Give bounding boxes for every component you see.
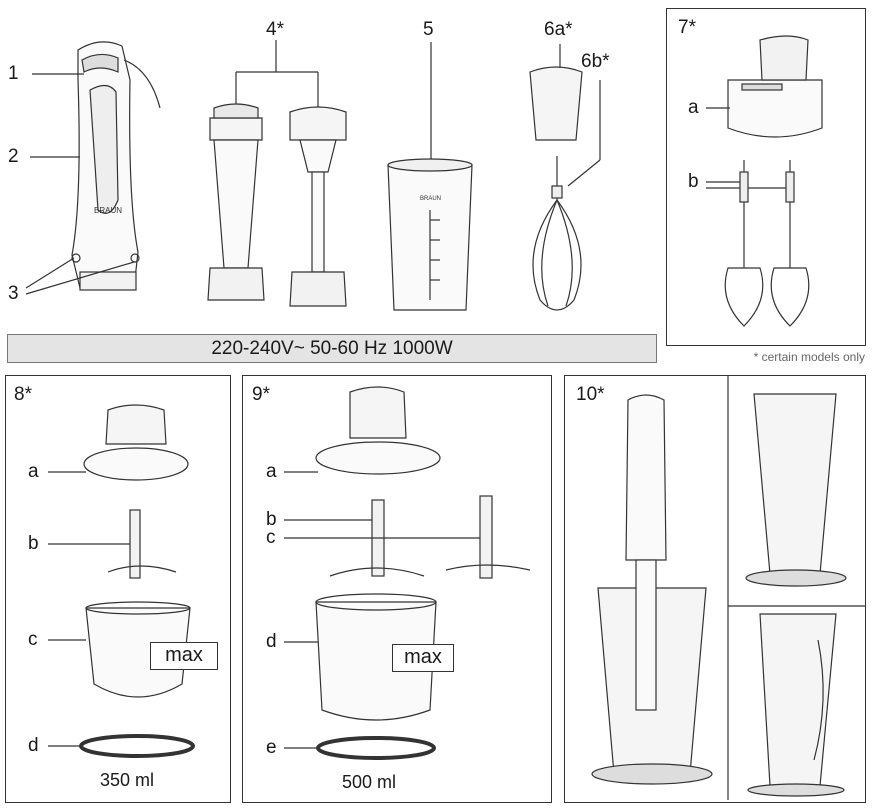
- mixer-gearbox: [727, 35, 823, 138]
- blender-stand-assembled: [591, 394, 713, 785]
- whisk-gearbox: [529, 66, 583, 141]
- beater-right: [770, 160, 810, 327]
- label-10: 10*: [576, 384, 605, 405]
- spec-bar: 220-240V~ 50-60 Hz 1000W: [7, 334, 657, 363]
- stand-detail-cord: [747, 613, 845, 797]
- label-2: 2: [8, 146, 19, 167]
- label-7b: b: [688, 171, 699, 192]
- blender-shaft-left: [207, 103, 265, 301]
- label-9d: d: [266, 631, 277, 652]
- large-chopper-lid: [315, 386, 441, 475]
- hand-blender-motor-part: BRAUN: [71, 41, 161, 291]
- measuring-beaker: BRAUN: [387, 158, 473, 311]
- label-3: 3: [8, 283, 19, 304]
- footnote: * certain models only: [753, 350, 865, 364]
- panel-9: [242, 375, 552, 803]
- label-8a: a: [28, 461, 39, 482]
- label-9b: b: [266, 509, 277, 530]
- label-1: 1: [8, 63, 19, 84]
- label-7a: a: [688, 97, 699, 118]
- label-6a: 6a*: [544, 19, 573, 40]
- motor-brand-text: BRAUN: [94, 206, 122, 215]
- label-9e: e: [266, 737, 277, 758]
- capacity-large: 500 ml: [342, 772, 397, 792]
- beaker-brand-text: BRAUN: [420, 196, 441, 202]
- label-9c: c: [266, 527, 276, 548]
- panel-10: [564, 375, 866, 803]
- panel-7: [666, 8, 866, 346]
- label-8c: c: [28, 629, 38, 650]
- label-9: 9*: [252, 384, 270, 405]
- beater-left: [724, 160, 764, 327]
- label-4: 4*: [266, 19, 284, 40]
- large-chopper-bowl: [315, 593, 437, 721]
- label-5: 5: [423, 19, 434, 40]
- blender-shaft-right: [289, 106, 347, 307]
- label-6b: 6b*: [581, 51, 610, 72]
- capacity-small: 350 ml: [100, 770, 155, 790]
- label-7: 7*: [678, 17, 696, 38]
- label-8d: d: [28, 735, 39, 756]
- small-chopper-base: [79, 734, 195, 758]
- whisk: [532, 156, 582, 311]
- max-tag-large: max: [392, 644, 454, 672]
- label-9a: a: [266, 461, 277, 482]
- small-chopper-bowl: [85, 601, 191, 698]
- label-8: 8*: [14, 384, 32, 405]
- small-chopper-lid: [83, 404, 189, 481]
- panel-8: [5, 375, 231, 803]
- max-tag-small: max: [150, 642, 218, 670]
- label-8b: b: [28, 533, 39, 554]
- large-chopper-blade-c: [445, 495, 531, 579]
- stand-detail-empty: [745, 393, 847, 587]
